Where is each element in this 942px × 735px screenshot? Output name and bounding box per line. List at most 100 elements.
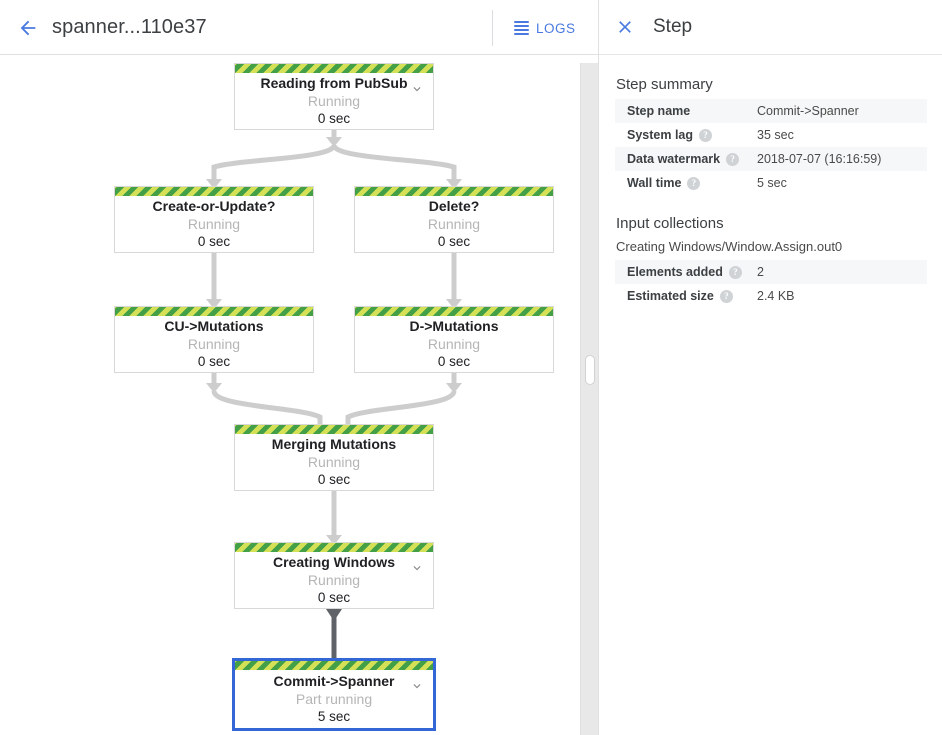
row-value: 5 sec — [757, 176, 787, 190]
graph-panel-header: spanner...110e37 LOGS — [0, 0, 598, 55]
header-divider — [492, 10, 493, 46]
row-value: 2018-07-07 (16:16:59) — [757, 152, 882, 166]
node-body: Delete? Running 0 sec — [355, 196, 553, 252]
node-title: Commit->Spanner — [273, 673, 395, 689]
row-value: 35 sec — [757, 128, 794, 142]
row-key: Data watermark? — [615, 147, 757, 171]
node-status-stripe — [115, 187, 313, 196]
node-status-stripe — [115, 307, 313, 316]
graph-node-create-or-update[interactable]: Create-or-Update? Running 0 sec — [114, 186, 314, 253]
table-row: Step name Commit->Spanner — [615, 99, 927, 123]
table-row: Elements added?2 — [615, 260, 927, 284]
row-key: Step name — [615, 99, 757, 123]
row-key-label: Wall time — [627, 175, 682, 190]
node-title: D->Mutations — [409, 318, 499, 334]
graph-scrollbar-thumb[interactable] — [585, 355, 595, 385]
node-elapsed-time: 0 sec — [197, 234, 231, 249]
close-icon[interactable] — [607, 9, 643, 45]
node-elapsed-time: 0 sec — [197, 354, 231, 369]
node-title: Merging Mutations — [271, 436, 397, 452]
help-icon[interactable]: ? — [726, 153, 740, 167]
node-title: Reading from PubSub — [260, 75, 408, 91]
node-elapsed-time: 0 sec — [317, 472, 351, 487]
node-status: Running — [307, 93, 361, 109]
row-key: Estimated size? — [615, 284, 757, 308]
step-details-panel: Step Step summary Step name Commit->Spann… — [598, 0, 942, 735]
chevron-down-icon[interactable] — [410, 82, 424, 96]
node-status: Running — [427, 336, 481, 352]
row-key-label: Estimated size — [627, 288, 714, 303]
node-title: Delete? — [428, 198, 480, 214]
node-title: CU->Mutations — [164, 318, 264, 334]
row-value: 2 — [757, 265, 764, 279]
step-summary-heading: Step summary — [616, 76, 713, 93]
input-collection-name: Creating Windows/Window.Assign.out0 — [616, 239, 843, 254]
node-status: Part running — [295, 691, 373, 707]
row-key-label: Step name — [627, 104, 691, 118]
node-status: Running — [427, 216, 481, 232]
logs-list-icon — [514, 21, 529, 35]
row-key-label: System lag — [627, 127, 694, 142]
table-row: Estimated size?2.4 KB — [615, 284, 927, 308]
arrow-left-icon[interactable] — [8, 8, 48, 48]
node-elapsed-time: 0 sec — [437, 234, 471, 249]
graph-vertical-scrollbar[interactable] — [580, 63, 598, 735]
logs-button[interactable]: LOGS — [508, 12, 582, 44]
help-icon[interactable]: ? — [719, 290, 733, 304]
page-title: spanner...110e37 — [52, 16, 207, 38]
node-title: Create-or-Update? — [152, 198, 276, 214]
node-status-stripe — [355, 307, 553, 316]
node-elapsed-time: 0 sec — [317, 590, 351, 605]
row-value: Commit->Spanner — [757, 104, 859, 118]
row-key-label: Elements added — [627, 264, 723, 279]
node-elapsed-time: 0 sec — [437, 354, 471, 369]
node-title: Creating Windows — [273, 554, 395, 570]
node-status: Running — [307, 572, 361, 588]
node-status: Running — [187, 216, 241, 232]
help-icon[interactable]: ? — [699, 129, 713, 143]
chevron-down-icon[interactable] — [410, 679, 424, 693]
logs-button-label: LOGS — [536, 20, 576, 36]
node-status-stripe — [235, 425, 433, 434]
table-row: Wall time? 5 sec — [615, 171, 927, 195]
graph-panel: spanner...110e37 LOGS — [0, 0, 598, 735]
node-status-stripe — [235, 661, 433, 670]
chevron-down-icon[interactable] — [410, 561, 424, 575]
node-elapsed-time: 5 sec — [317, 709, 351, 724]
input-collections-heading: Input collections — [616, 215, 724, 232]
step-panel-title: Step — [653, 16, 693, 37]
node-body: Create-or-Update? Running 0 sec — [115, 196, 313, 252]
help-icon[interactable]: ? — [687, 177, 701, 191]
table-row: System lag?35 sec — [615, 123, 927, 147]
help-icon[interactable]: ? — [728, 266, 742, 280]
row-key-label: Data watermark — [627, 151, 721, 166]
node-status: Running — [187, 336, 241, 352]
node-status-stripe — [235, 543, 433, 552]
row-key: Elements added? — [615, 260, 757, 284]
node-status-stripe — [355, 187, 553, 196]
row-value: 2.4 KB — [757, 289, 795, 303]
graph-node-delete[interactable]: Delete? Running 0 sec — [354, 186, 554, 253]
step-panel-header: Step — [599, 0, 942, 55]
node-status-stripe — [235, 64, 433, 73]
row-key: System lag? — [615, 123, 757, 147]
table-row: Data watermark?2018-07-07 (16:16:59) — [615, 147, 927, 171]
node-elapsed-time: 0 sec — [317, 111, 351, 126]
